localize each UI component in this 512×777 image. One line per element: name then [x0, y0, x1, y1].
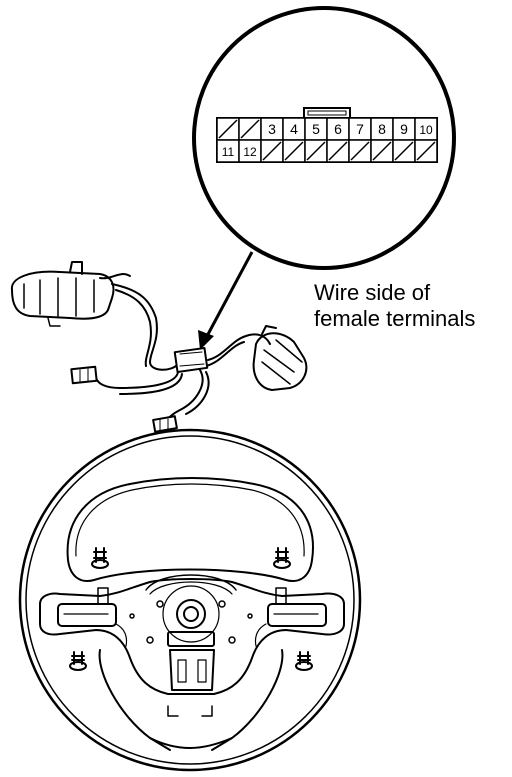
switch-harness-assembly: [10, 261, 308, 433]
pin-number: 9: [400, 121, 408, 137]
lower-right-bolt: [295, 651, 313, 671]
pin-number: 11: [222, 145, 235, 159]
connector-pin-3: 3: [260, 117, 284, 141]
pin-number: 5: [312, 121, 320, 137]
pin-number: 10: [419, 123, 433, 137]
lower-left-bolt: [69, 651, 87, 671]
connector-cell-empty: [326, 139, 350, 163]
leader-arrow: [198, 251, 254, 350]
connector-pin-7: 7: [348, 117, 372, 141]
connector-cell-empty: [282, 139, 306, 163]
connector-cell-empty: [238, 117, 262, 141]
upper-right-bolt: [273, 547, 291, 569]
steering-wheel: [18, 428, 362, 772]
connector-cell-empty: [348, 139, 372, 163]
caption-line-2: female terminals: [314, 306, 476, 331]
connector-pin-11: 11: [216, 139, 240, 163]
lower-plug: [152, 415, 178, 433]
left-plug: [70, 365, 98, 385]
connector-cell-empty: [260, 139, 284, 163]
connector-pin-10: 10: [414, 117, 438, 141]
upper-left-bolt: [91, 547, 109, 569]
left-switch: [10, 270, 115, 320]
connector-pin-8: 8: [370, 117, 394, 141]
connector-cell-empty: [392, 139, 416, 163]
connector-cell-empty: [370, 139, 394, 163]
connector-pin-9: 9: [392, 117, 416, 141]
pin-number: 12: [243, 145, 257, 159]
pin-number: 7: [356, 121, 364, 137]
harness-connector: [173, 347, 209, 373]
connector-pin-4: 4: [282, 117, 306, 141]
connector-cell-empty: [216, 117, 240, 141]
caption-line-1: Wire side of: [314, 280, 431, 305]
connector-pin-5: 5: [304, 117, 328, 141]
connector-caption: Wire side of female terminals: [314, 280, 475, 332]
connector-cell-empty: [414, 139, 438, 163]
pin-number: 6: [334, 121, 342, 137]
connector-cell-empty: [304, 139, 328, 163]
connector-pin-12: 12: [238, 139, 262, 163]
pin-number: 4: [290, 121, 298, 137]
connector-pin-6: 6: [326, 117, 350, 141]
pin-number: 8: [378, 121, 386, 137]
pin-number: 3: [268, 121, 276, 137]
